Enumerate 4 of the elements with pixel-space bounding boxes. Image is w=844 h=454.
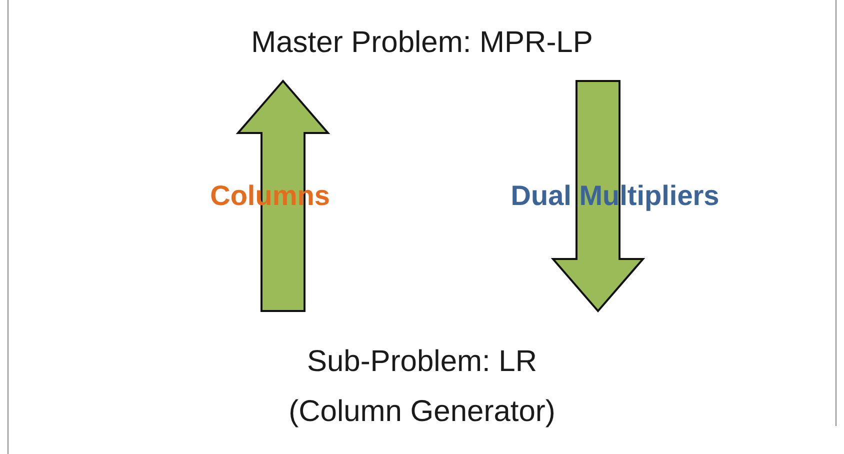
node-text: Master Problem: MPR-LP — [250, 25, 594, 61]
node-text: (Column Generator) — [288, 394, 556, 430]
node-text: Sub-Problem: LR — [306, 344, 538, 380]
block-arrow — [550, 80, 646, 313]
